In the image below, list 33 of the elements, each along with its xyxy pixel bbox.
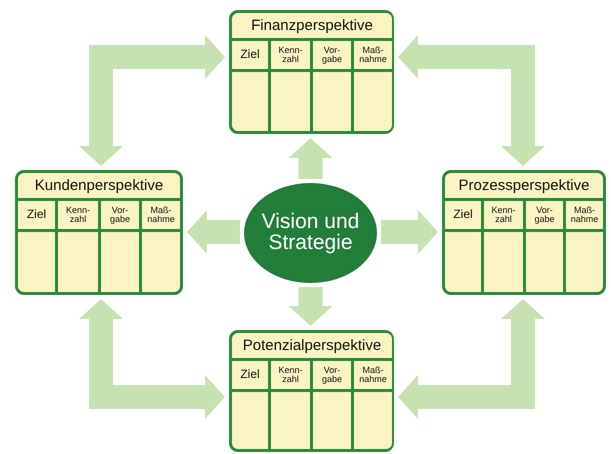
node-label: Vision und Strategie [260,212,360,254]
block-arrow [398,35,545,166]
column-header: Vor- gabe [101,201,139,229]
block-arrow [288,138,332,179]
column-header: Ziel [232,41,268,69]
block-arrow [288,287,332,326]
column-header: Maß- nahme [566,201,603,229]
block-arrow [398,299,545,419]
column-header: Vor- gabe [313,41,351,69]
column-header: Kenn- zahl [58,201,98,229]
scorecard-table [229,10,394,134]
column-header: Vor- gabe [313,361,351,389]
block-arrow [381,210,438,254]
column-header: Ziel [445,201,481,229]
column-header: Kenn- zahl [484,201,523,229]
table-title: Finanzperspektive [232,13,392,38]
table-title: Potenzialperspektive [232,333,392,358]
block-arrow [79,35,225,166]
column-header: Kenn- zahl [271,361,310,389]
column-header: Kenn- zahl [271,41,310,69]
column-header: Maß- nahme [354,41,392,69]
scorecard-table [442,170,606,295]
column-header: Maß- nahme [354,361,392,389]
block-arrow [79,299,225,419]
table-title: Prozessperspektive [445,173,603,198]
table-title: Kundenperspektive [18,173,180,198]
column-header: Vor- gabe [526,201,563,229]
column-header: Ziel [18,201,55,229]
column-header: Maß- nahme [142,201,180,229]
scorecard-table [229,330,394,452]
block-arrow [187,210,240,254]
scorecard-table [15,170,183,295]
column-header: Ziel [232,361,268,389]
